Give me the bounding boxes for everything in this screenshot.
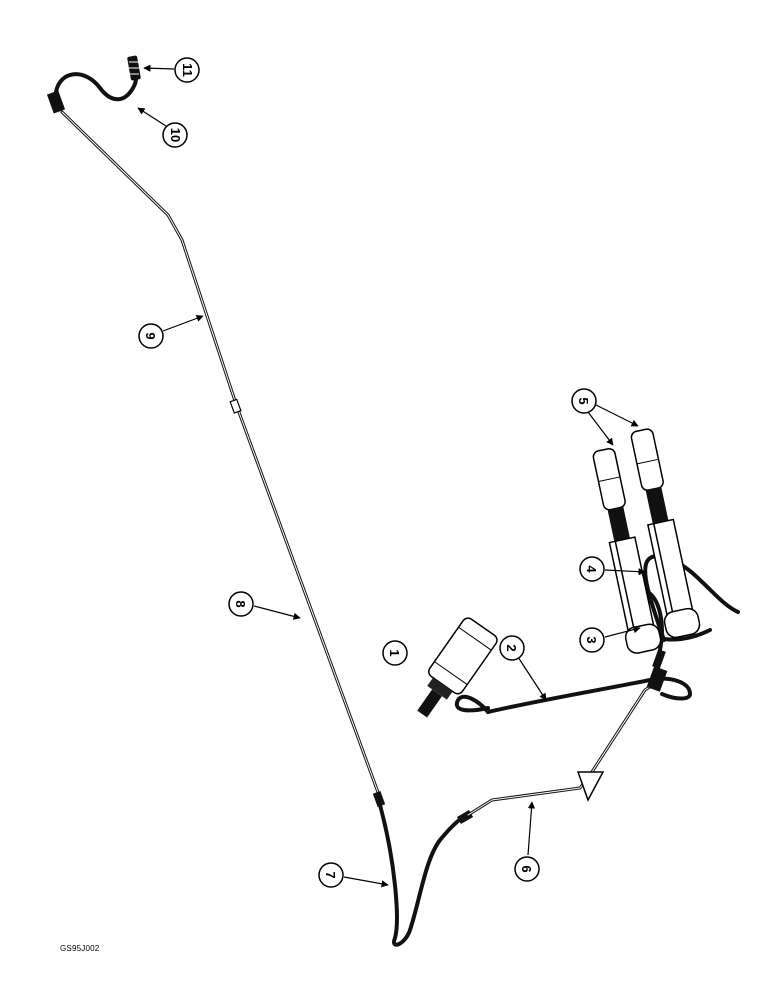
callout-8-label: 8 bbox=[233, 600, 248, 607]
tube-clamp bbox=[576, 771, 605, 802]
tube-6 bbox=[466, 678, 662, 817]
callout-10: 10 bbox=[137, 107, 188, 148]
callout-7: 7 bbox=[318, 862, 389, 888]
hose-7 bbox=[372, 791, 474, 947]
callout-3: 3 bbox=[579, 626, 641, 653]
figure-code: GS95J002 bbox=[60, 944, 100, 953]
callout-2-label: 2 bbox=[504, 644, 519, 651]
callout-10-label: 10 bbox=[168, 128, 183, 142]
tube-8 bbox=[234, 402, 381, 797]
callout-9-label: 9 bbox=[143, 332, 158, 339]
cylinder-5-left bbox=[592, 447, 662, 654]
callout-7-label: 7 bbox=[323, 871, 338, 878]
callout-6-label: 6 bbox=[519, 865, 534, 872]
tube-9 bbox=[60, 110, 238, 406]
hose-10 bbox=[46, 64, 139, 114]
callout-1: 1 bbox=[382, 640, 408, 666]
callout-11: 11 bbox=[143, 57, 200, 83]
callout-3-label: 3 bbox=[584, 636, 599, 643]
callout-4-label: 4 bbox=[584, 565, 599, 573]
callout-1-label: 1 bbox=[387, 649, 402, 656]
callout-5: 5 bbox=[571, 388, 639, 446]
callout-4: 4 bbox=[579, 556, 646, 582]
tube-joint bbox=[229, 398, 242, 414]
callout-6: 6 bbox=[514, 801, 540, 882]
callout-11-label: 11 bbox=[180, 63, 195, 77]
callout-2: 2 bbox=[499, 635, 547, 701]
fitting-11 bbox=[127, 55, 141, 81]
cylinder-5-right bbox=[630, 428, 701, 639]
callout-9: 9 bbox=[138, 314, 204, 349]
tee-fitting bbox=[646, 649, 668, 692]
accumulator-1 bbox=[417, 617, 498, 718]
callout-5-label: 5 bbox=[576, 397, 591, 404]
callout-8: 8 bbox=[228, 591, 301, 620]
